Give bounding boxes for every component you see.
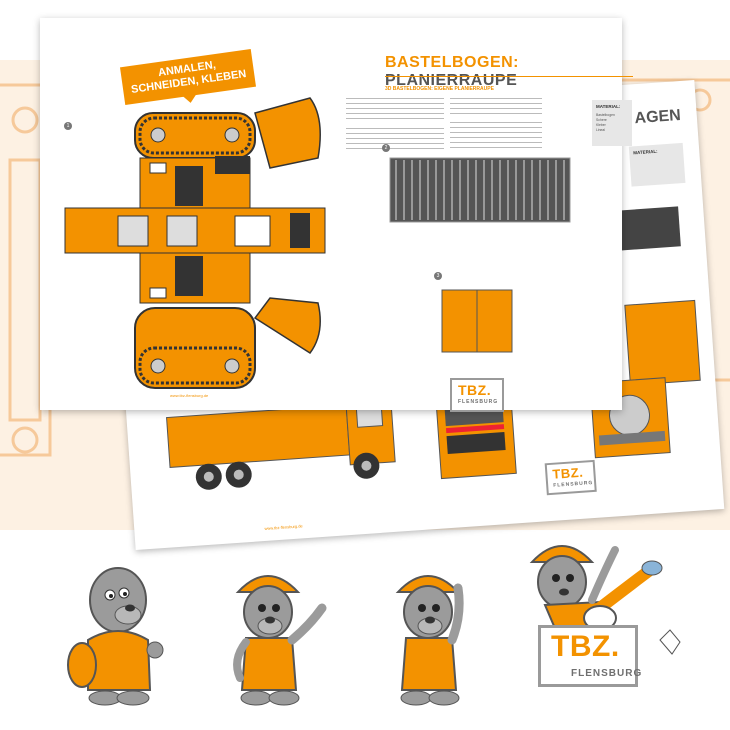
subtitle: 3D BASTELBOGEN: EIGENE PLANIERRAUPE xyxy=(385,86,494,92)
material-item: Kleber xyxy=(596,123,606,127)
mascot-logo-city: FLENSBURG xyxy=(571,668,643,679)
instruction-text-right xyxy=(450,98,542,150)
step-2-badge: 2 xyxy=(382,144,390,152)
front-sheet-url: www.tbz-flensburg.de xyxy=(170,393,209,398)
mole-thumbs-up xyxy=(67,567,164,706)
step-1-badge: 1 xyxy=(64,122,72,130)
step-3-badge: 3 xyxy=(434,272,442,280)
front-sheet-bulldozer: ANMALEN, SCHNEIDEN, KLEBEN BASTELBOGEN: … xyxy=(40,18,633,412)
back-logo-city: FLENSBURG xyxy=(553,479,594,489)
material-panel: MATERIAL: Bastelbogen Schere Kleber Line… xyxy=(592,100,632,146)
material-item: Lineal xyxy=(596,128,606,132)
material-heading: MATERIAL: xyxy=(596,104,621,109)
mole-pointing-up xyxy=(395,575,464,706)
bulldozer-template-drawing xyxy=(64,97,571,389)
back-logo-brand: TBZ. xyxy=(551,464,584,482)
front-sheet-logo: TBZ. FLENSBURG xyxy=(450,378,504,412)
title-orange: BASTELBOGEN: xyxy=(385,54,519,71)
title-rule xyxy=(385,76,633,77)
front-logo-brand: TBZ. xyxy=(458,382,492,398)
material-item: Schere xyxy=(596,118,607,122)
instruction-text-left xyxy=(346,98,444,152)
mascot-logo-brand: TBZ. xyxy=(551,630,620,663)
mascot-logo: TBZ. FLENSBURG xyxy=(538,625,641,687)
material-item: Bastelbogen xyxy=(596,113,615,117)
back-sheet-logo: TBZ. FLENSBURG xyxy=(544,459,597,496)
front-logo-city: FLENSBURG xyxy=(458,399,499,405)
mascot-row xyxy=(67,545,681,706)
material-list: Bastelbogen Schere Kleber Lineal xyxy=(596,113,615,133)
mole-waving xyxy=(233,575,327,706)
